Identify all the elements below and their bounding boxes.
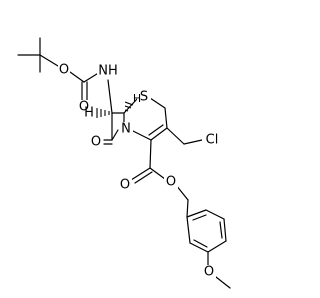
atom-labels: O O NH S N O H H Cl O O O xyxy=(58,63,222,280)
stereo-bonds xyxy=(96,101,134,118)
bond-ar-6-1 xyxy=(186,216,191,244)
bond-c3-c4-double-b xyxy=(148,124,164,136)
bond-ester-c-o-double-b xyxy=(134,171,153,184)
bond-o-carbonyl-c xyxy=(69,71,85,83)
atom-boc-ether-oxygen: O xyxy=(59,63,69,78)
bond-nh-c7 xyxy=(107,79,113,114)
atom-ring-sulfur: S xyxy=(140,90,148,105)
atom-lactam-oxygen: O xyxy=(91,135,101,150)
bond-ch2-cl xyxy=(183,139,203,145)
bond-ar-inner-c xyxy=(193,239,208,248)
atom-ring-nitrogen: N xyxy=(121,122,131,137)
bond-ar-inner-a xyxy=(192,214,207,221)
atom-boc-carbonyl-oxygen: O xyxy=(79,100,89,115)
bond-s-c2 xyxy=(149,97,166,109)
bond-ester-c-o-double-a xyxy=(130,167,151,181)
atom-amide-nh: NH xyxy=(98,64,118,79)
boc-group xyxy=(17,37,101,101)
bond-o-methyl xyxy=(215,276,231,289)
bond-ar-2-3 xyxy=(205,209,225,220)
cephem-core xyxy=(103,79,168,145)
bond-ar-3-4 xyxy=(223,218,227,242)
hashed-bond-c6-h xyxy=(124,101,134,112)
bond-n-c8 xyxy=(111,129,119,141)
bond-c2-c3 xyxy=(164,107,168,129)
atom-ester-oxygen: O xyxy=(166,175,176,190)
bond-c4-ester-c xyxy=(149,139,152,169)
atom-stereo-hydrogen-c6: H xyxy=(133,92,141,105)
hashed-bond-c7-h xyxy=(96,108,110,118)
bond-c3-c4-double-a xyxy=(150,127,168,141)
atom-stereo-hydrogen-c7: H xyxy=(84,106,94,121)
chemical-structure-diagram: O O NH S N O H H Cl O O O xyxy=(17,37,231,289)
pmb-ester-group xyxy=(130,139,231,289)
bond-c3-ch2 xyxy=(166,127,185,145)
bond-ar-4-5 xyxy=(207,240,227,253)
atom-ester-carbonyl-oxygen: O xyxy=(120,178,130,193)
chloromethyl-group xyxy=(166,127,203,145)
bond-ar-inner-b xyxy=(219,221,223,239)
bond-tbu-o xyxy=(39,54,59,67)
atom-methoxy-oxygen: O xyxy=(204,265,214,280)
bond-ch2-aryl xyxy=(186,199,189,218)
bond-ar-5-6 xyxy=(189,242,209,253)
atom-chlorine: Cl xyxy=(206,133,219,148)
bond-ester-c-o-single xyxy=(149,167,166,180)
bond-ar-1-2 xyxy=(186,209,207,218)
bond-c4-n xyxy=(130,129,152,141)
